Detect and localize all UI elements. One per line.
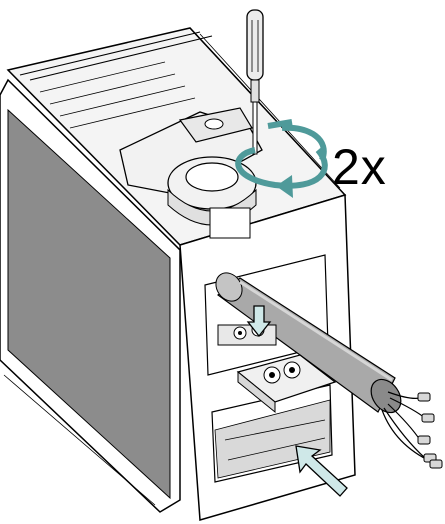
- turns-label: 2x: [332, 139, 387, 195]
- cable-wires: [381, 391, 443, 469]
- diagonal-arrow-icon: [295, 445, 348, 497]
- cable-clamp-upper: [217, 323, 277, 346]
- mounting-bracket: [119, 107, 263, 239]
- screwdriver-icon: [246, 9, 264, 155]
- cable-clamp-lower: [236, 354, 337, 414]
- rotation-arrow-icon: [235, 119, 328, 198]
- housing-left-panel: [0, 78, 181, 513]
- down-arrow-icon: [246, 305, 272, 338]
